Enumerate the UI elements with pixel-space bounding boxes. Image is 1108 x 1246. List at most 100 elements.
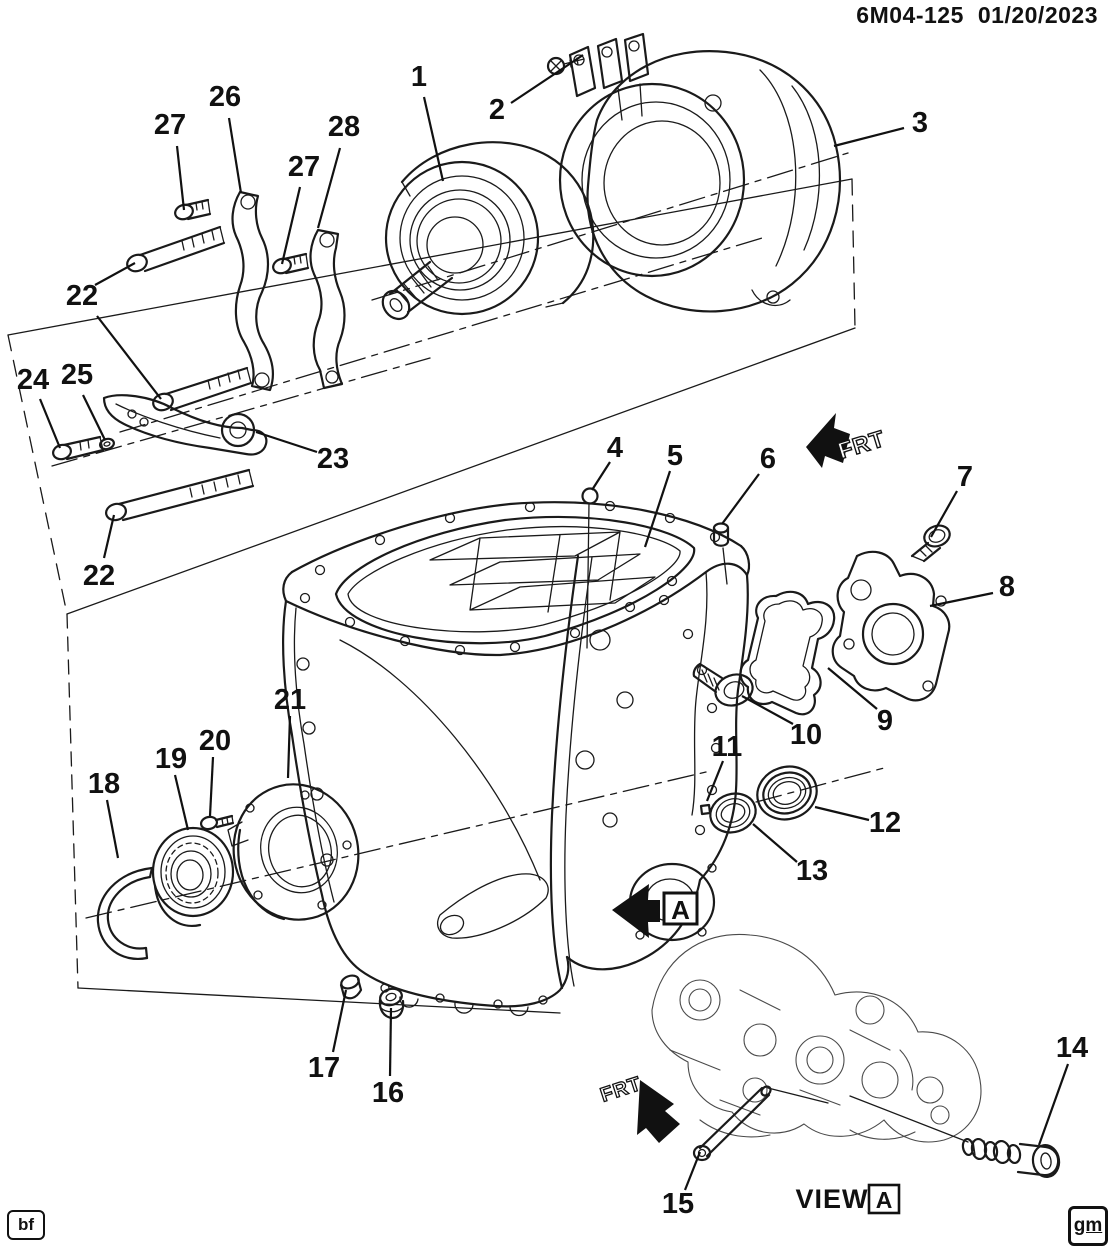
part-24-bolt: [52, 435, 105, 461]
frt-arrowhead-bottom: [637, 1080, 680, 1143]
part-8-cover: [831, 550, 951, 702]
callout-27: 27: [154, 109, 186, 141]
part-10-plug: [692, 662, 754, 707]
part-5-case: [282, 500, 751, 1017]
callout-23: 23: [317, 443, 349, 475]
callout-25-leader: [82, 394, 106, 441]
callout-10: 10: [790, 719, 822, 751]
callout-5-leader: [643, 470, 672, 548]
callout-12-leader: [814, 805, 870, 822]
callout-18-leader: [105, 799, 120, 859]
callout-24-leader: [38, 398, 62, 449]
part-15-pin: [692, 1085, 772, 1162]
figure-date: 01/20/2023: [977, 2, 1098, 28]
view-letter: A: [876, 1187, 893, 1213]
callout-13: 13: [796, 855, 828, 887]
frt-arrow-top: FRT: [806, 413, 889, 468]
callout-28-leader: [316, 147, 342, 229]
frt-label-bottom: FRT: [598, 1073, 645, 1107]
callout-28: 28: [328, 111, 360, 143]
part-21-retainer: [227, 783, 360, 921]
callout-11: 11: [712, 731, 743, 763]
callout-27: 27: [288, 151, 320, 183]
corner-mark-left-text: bf: [17, 1215, 35, 1234]
callout-16: 16: [372, 1077, 404, 1109]
callout-15-leader: [683, 1151, 702, 1191]
figure-number: 6M04-125: [856, 2, 964, 28]
callout-4-leader: [591, 461, 611, 491]
part-22-bolt-2: [152, 366, 253, 412]
part-22-bolt-1: [126, 225, 226, 273]
callout-22-leader: [102, 514, 116, 559]
part-20-screw: [199, 814, 235, 831]
callout-14: 14: [1056, 1032, 1088, 1064]
part-3-stator-housing: [558, 32, 841, 313]
part-28-bracket: [309, 228, 346, 390]
frt-arrowhead-top: [806, 413, 850, 468]
corner-mark-right-text: gm: [1073, 1215, 1103, 1236]
part-6-pin: [712, 522, 730, 585]
callout-18: 18: [88, 768, 120, 800]
callout-9: 9: [877, 705, 893, 737]
callout-25: 25: [61, 359, 93, 391]
callout-21: 21: [274, 684, 306, 716]
callout-4: 4: [607, 432, 623, 464]
callout-17: 17: [308, 1052, 340, 1084]
view-letter-box: [867, 1183, 901, 1215]
callout-13-leader: [752, 823, 798, 863]
callout-2: 2: [489, 94, 505, 126]
frt-label-top: FRT: [835, 425, 888, 464]
callout-22-leader: [96, 315, 162, 400]
part-17-dowel: [339, 974, 363, 1000]
part-12-seal: [756, 765, 818, 821]
part-19-bearing: [151, 826, 235, 927]
callout-19-leader: [173, 774, 190, 831]
callout-16-leader: [388, 1007, 393, 1077]
frt-arrow-bottom: FRT: [597, 1072, 680, 1143]
callout-5: 5: [667, 440, 683, 472]
detail-a-letter: A: [671, 895, 690, 925]
callout-11-leader: [705, 760, 725, 802]
callout-23-leader: [255, 430, 318, 454]
detail-a-box: [662, 891, 699, 926]
callout-9-leader: [827, 667, 878, 710]
part-26-bracket: [231, 190, 274, 392]
center-axis-lines: [51, 152, 885, 919]
part-23-bracket: [102, 394, 268, 456]
callout-2-leader: [510, 54, 584, 104]
detail-a-marker: A: [612, 884, 699, 938]
corner-mark-right: gm: [1068, 1206, 1108, 1246]
callout-27-leader: [175, 145, 186, 211]
callout-20-leader: [208, 756, 215, 817]
part-7-bolt: [910, 524, 951, 563]
callout-7-leader: [930, 490, 958, 538]
callout-21-leader: [286, 715, 292, 779]
callout-1: 1: [411, 61, 427, 93]
assembly-boundary-boxes: [7, 178, 856, 1014]
corner-mark-left: bf: [7, 1210, 45, 1240]
callout-6-leader: [721, 473, 760, 525]
figure-header: 6M04-125 01/20/2023: [842, 2, 1098, 29]
callout-6: 6: [760, 443, 776, 475]
callout-3-leader: [833, 126, 905, 148]
callout-1-leader: [422, 96, 445, 182]
callout-7: 7: [957, 461, 973, 493]
part-18-snap-ring: [96, 866, 154, 961]
callout-8-leader: [929, 591, 994, 608]
callout-17-leader: [331, 989, 348, 1053]
view-a-label: VIEW A: [795, 1183, 901, 1215]
callout-14-leader: [1037, 1063, 1070, 1146]
part-27-bolt-lower: [272, 252, 310, 275]
part-14-valve: [961, 1137, 1061, 1179]
callout-10-leader: [741, 695, 794, 725]
part-27-bolt-upper: [174, 198, 212, 221]
callout-15: 15: [662, 1188, 694, 1220]
part-13-seal: [709, 792, 757, 834]
engine-inset-view-a: [651, 933, 982, 1143]
callout-8: 8: [999, 571, 1015, 603]
callout-24: 24: [17, 364, 49, 396]
part-4-plug: [581, 487, 599, 649]
